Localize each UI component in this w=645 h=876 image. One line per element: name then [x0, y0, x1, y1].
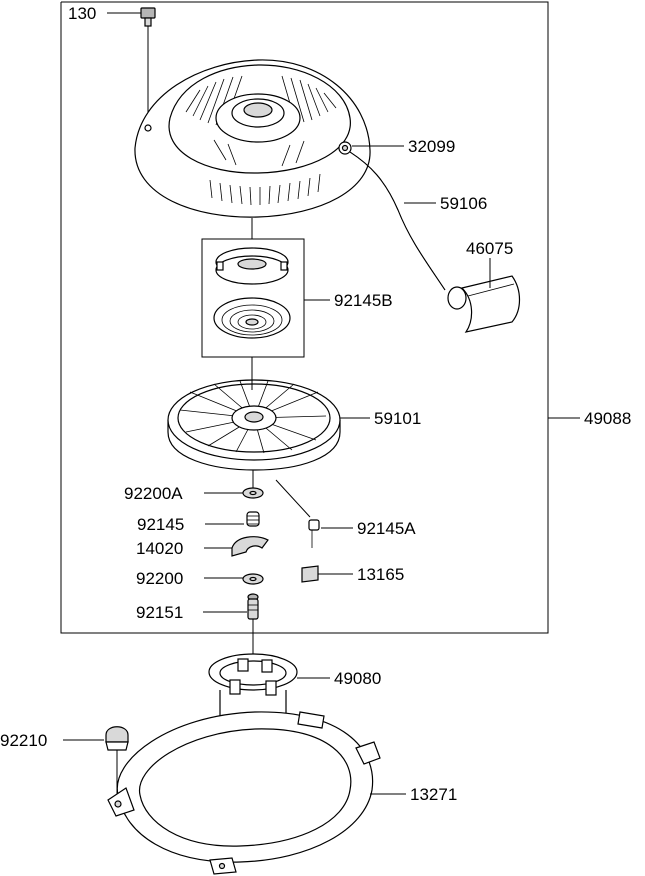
recoil-spring	[213, 297, 291, 339]
label-92210: 92210	[0, 731, 47, 750]
label-59101: 59101	[374, 409, 421, 428]
label-92145A: 92145A	[357, 519, 416, 538]
label-130: 130	[68, 4, 96, 23]
label-92151: 92151	[136, 603, 183, 622]
pawl-13165	[301, 565, 319, 583]
label-13165: 13165	[357, 565, 404, 584]
assembly-frame-49088	[60, 1, 549, 634]
label-49080: 49080	[334, 669, 381, 688]
spring-cover	[215, 247, 289, 285]
bolt-130	[140, 7, 156, 125]
label-49088: 49088	[584, 409, 631, 428]
label-92200: 92200	[136, 569, 183, 588]
label-32099: 32099	[408, 137, 455, 156]
label-14020: 14020	[136, 539, 183, 558]
nut-92210	[105, 726, 129, 800]
bolt-92151	[247, 593, 259, 620]
mounting-ring-13271	[107, 711, 381, 875]
spring-box-92145B	[201, 238, 305, 358]
spring-92145	[246, 511, 260, 527]
label-13271: 13271	[410, 785, 457, 804]
washer-92200A	[242, 487, 264, 499]
label-46075: 46075	[466, 239, 513, 258]
ratchet-14020	[231, 536, 269, 557]
starter-case-32099	[134, 59, 371, 218]
label-92145B: 92145B	[334, 291, 393, 310]
washer-92200	[242, 573, 264, 585]
label-92145: 92145	[137, 515, 184, 534]
starter-handle-46075	[447, 275, 521, 333]
label-92200A: 92200A	[124, 484, 183, 503]
starter-reel-59101	[167, 357, 341, 471]
label-59106: 59106	[440, 194, 487, 213]
spring-92145A	[275, 479, 320, 548]
leader-lines	[63, 12, 580, 795]
